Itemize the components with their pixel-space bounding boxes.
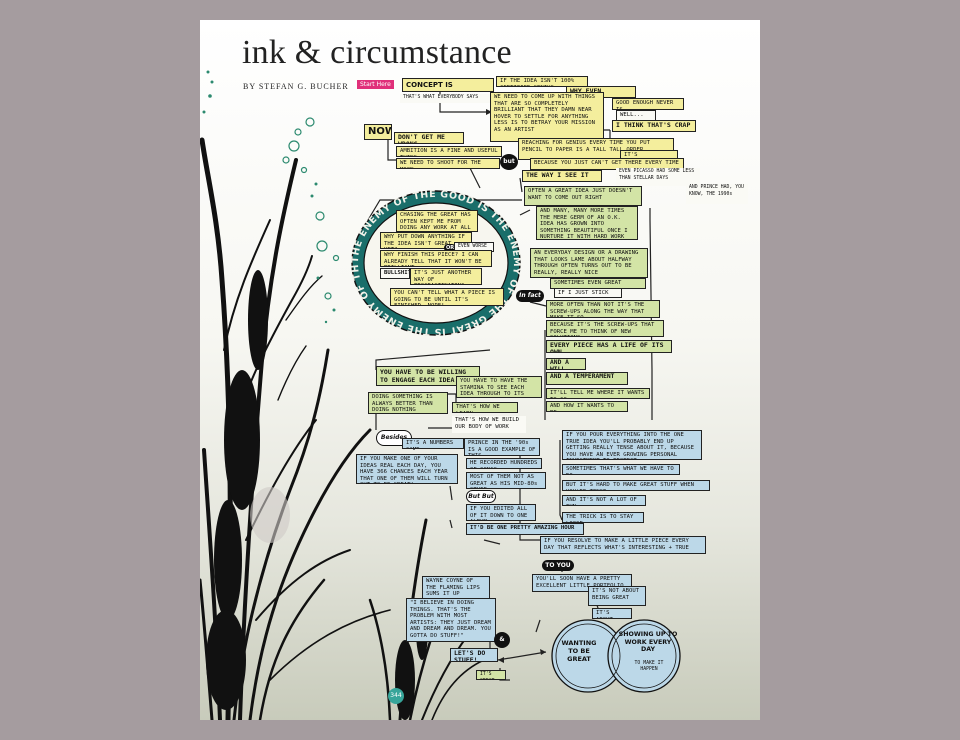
chasing-box: CHASING THE GREAT HAS OFTEN KEPT ME FROM… bbox=[396, 210, 478, 232]
to-you-bubble: TO YOU bbox=[542, 560, 574, 571]
but-but-bubble: But But bbox=[466, 490, 496, 503]
or-bubble: OR bbox=[444, 244, 456, 252]
good-enough-box: GOOD ENOUGH NEVER IS bbox=[612, 98, 684, 110]
everyday-design-box: AN EVERYDAY DESIGN OR A DRAWING THAT LOO… bbox=[530, 248, 648, 278]
every-piece-box: EVERY PIECE HAS A LIFE OF ITS OWN bbox=[546, 340, 672, 353]
page-number: 344 bbox=[388, 688, 404, 704]
venn-wanting-label: WANTING TO BE GREAT bbox=[561, 639, 597, 663]
lets-do-stuff-box: LET'S DO STUFF! bbox=[450, 648, 498, 662]
body-of-work-box: THAT'S HOW WE BUILD OUR BODY OF WORK bbox=[452, 416, 526, 433]
temperament-box: AND A TEMPERAMENT bbox=[546, 372, 628, 385]
start-here-tag: Start Here bbox=[357, 80, 394, 89]
quote-box: "I BELIEVE IN DOING THINGS. THAT'S THE P… bbox=[406, 598, 496, 642]
its-about-box: IT'S ABOUT bbox=[592, 608, 632, 619]
not-about-box: IT'S NOT ABOUT BEING GREAT bbox=[588, 586, 646, 606]
crap-box: I THINK THAT'S CRAP bbox=[612, 120, 696, 132]
and-will-box: AND A WILL bbox=[546, 358, 586, 370]
procrastinating-box: IT'S JUST ANOTHER WAY OF PROCRASTINATING bbox=[410, 268, 482, 285]
amazing-hour-box: IT'D BE ONE PRETTY AMAZING HOUR bbox=[466, 523, 584, 535]
stamina-box: YOU HAVE TO HAVE THE STAMINA TO SEE EACH… bbox=[456, 376, 542, 398]
concept-box: CONCEPT IS EVERYTHING bbox=[402, 78, 494, 92]
venn-to-make-label: TO MAKE IT HAPPEN bbox=[634, 661, 664, 672]
now-box: NOW bbox=[364, 124, 392, 140]
soon-portfolio-box: YOU'LL SOON HAVE A PRETTY EXCELLENT LITT… bbox=[532, 574, 632, 592]
hundreds-box: HE RECORDED HUNDREDS OF SONGS bbox=[466, 458, 542, 469]
brilliant-box: WE NEED TO COME UP WITH THINGS THAT ARE … bbox=[490, 92, 604, 142]
prince-1990s-note: AND PRINCE HAD, YOU KNOW, THE 1990s bbox=[686, 184, 748, 204]
but-bubble: but bbox=[500, 154, 518, 170]
not-fun-box: AND IT'S NOT A LOT OF FUN bbox=[562, 495, 646, 506]
doing-something-box: DOING SOMETHING IS ALWAYS BETTER THAN DO… bbox=[368, 392, 448, 414]
venn-showing-up-label: SHOWING UP TO WORK EVERY DAY bbox=[618, 631, 678, 653]
tell-me-box: IT'LL TELL ME WHERE IT WANTS TO GO bbox=[546, 388, 650, 399]
stick-with-it-box: IF I JUST STICK WITH IT bbox=[554, 288, 622, 298]
bullshit-box: BULLSHIT bbox=[380, 268, 410, 279]
pour-everything-box: IF YOU POUR EVERYTHING INTO THE ONE TRUE… bbox=[562, 430, 702, 460]
genius-box: IF THE IDEA ISN'T 100% CERTIFIED GENIUS bbox=[496, 76, 588, 87]
why-finish-box: WHY FINISH THIS PIECE? I CAN ALREADY TEL… bbox=[380, 250, 492, 267]
in-fact-bubble: In fact bbox=[516, 290, 544, 302]
shoot-moon-box: WE NEED TO SHOOT FOR THE MOON bbox=[396, 158, 500, 169]
stay-loose-box: THE TRICK IS TO STAY LOOSE bbox=[562, 512, 644, 523]
even-picasso-note: EVEN PICASSO HAD SOME LESS THAN STELLAR … bbox=[616, 168, 700, 186]
way-i-see-box: THE WAY I SEE IT bbox=[522, 170, 602, 182]
many-more-box: AND MANY, MANY MORE TIMES THE MERE GERM … bbox=[536, 206, 638, 240]
article-byline: BY STEFAN G. BUCHER bbox=[243, 82, 349, 91]
and-bubble: & bbox=[494, 632, 510, 648]
concept-subtext: THAT'S WHAT EVERYBODY SAYS bbox=[400, 94, 496, 103]
ambition-box: AMBITION IS A FINE AND USEFUL THING bbox=[396, 146, 502, 157]
article-title: ink & circumstance bbox=[242, 34, 512, 71]
venn-diagram bbox=[551, 619, 681, 693]
hard-tense-box: BUT IT'S HARD TO MAKE GREAT STUFF WHEN Y… bbox=[562, 480, 710, 491]
because-box: BECAUSE YOU JUST CAN'T GET THERE EVERY T… bbox=[530, 158, 684, 170]
prince-90s-box: PRINCE IN THE '90s IS A GOOD EXAMPLE OF … bbox=[464, 438, 540, 456]
magazine-page: ink & circumstance BY STEFAN G. BUCHER bbox=[200, 20, 760, 720]
sometimes-have-box: SOMETIMES THAT'S WHAT WE HAVE TO DO bbox=[562, 464, 680, 475]
its-great-box: IT'S GREAT bbox=[476, 670, 506, 680]
most-not-box: MOST OF THEM NOT AS GREAT AS HIS MID-80s… bbox=[466, 472, 546, 489]
often-box: OFTEN A GREAT IDEA JUST DOESN'T WANT TO … bbox=[524, 186, 642, 206]
edited-box: IF YOU EDITED ALL OF IT DOWN TO ONE ALBU… bbox=[466, 504, 536, 521]
screw-ups-box: MORE OFTEN THAN NOT IT'S THE SCREW-UPS A… bbox=[546, 300, 660, 318]
how-we-learn-box: THAT'S HOW WE LEARN bbox=[452, 402, 518, 413]
cant-tell-box: YOU CAN'T TELL WHAT A PIECE IS GOING TO … bbox=[390, 288, 504, 306]
dont-get-me-wrong-box: DON'T GET ME WRONG bbox=[394, 132, 464, 144]
resolve-box: IF YOU RESOLVE TO MAKE A LITTLE PIECE EV… bbox=[540, 536, 706, 554]
force-me-box: BECAUSE IT'S THE SCREW-UPS THAT FORCE ME… bbox=[546, 320, 664, 337]
how-it-wants-box: AND HOW IT WANTS TO BE bbox=[546, 401, 628, 412]
numbers-game-box: IT'S A NUMBERS GAME bbox=[402, 438, 464, 449]
chances-box: IF YOU MAKE ONE OF YOUR IDEAS REAL EACH … bbox=[356, 454, 458, 484]
